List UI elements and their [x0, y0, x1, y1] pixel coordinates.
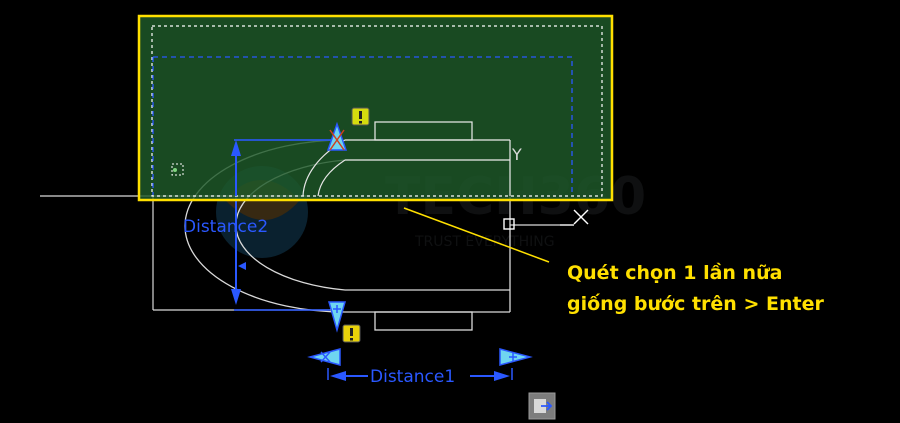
callout-line-2: giống bước trên > Enter	[567, 293, 824, 315]
distance2-label: Distance2	[183, 217, 268, 237]
crossing-window-outline	[151, 25, 603, 197]
selected-geometry	[302, 121, 511, 197]
crosshair-cursor-icon	[503, 209, 589, 230]
distance1-label: Distance1	[370, 367, 455, 387]
distance1-dimension[interactable]	[327, 368, 513, 381]
warning-badge-icon[interactable]	[342, 324, 361, 343]
grip-right-arrow[interactable]	[499, 348, 533, 366]
instruction-callout: Quét chọn 1 lần nữa giống bước trên > En…	[567, 258, 897, 320]
stretch-tool-icon[interactable]	[528, 392, 556, 420]
callout-line-1: Quét chọn 1 lần nữa	[567, 262, 783, 284]
selection-window[interactable]	[137, 14, 614, 202]
pick-box-marker	[171, 163, 184, 176]
selected-dimension-dashed	[153, 56, 573, 195]
grip-up-arrow[interactable]	[326, 121, 348, 151]
y-axis-label-overlay: Y	[511, 145, 522, 164]
dimension-small-arrow-icon	[238, 262, 246, 270]
callout-leader-line	[403, 207, 550, 263]
bottom-tab-rect	[374, 311, 473, 331]
grip-left-arrow[interactable]	[307, 348, 341, 366]
watermark-tagline: TRUST EVERYTHING	[414, 234, 555, 250]
warning-badge-top-icon[interactable]	[351, 107, 370, 126]
grip-down-arrow[interactable]	[328, 301, 346, 333]
